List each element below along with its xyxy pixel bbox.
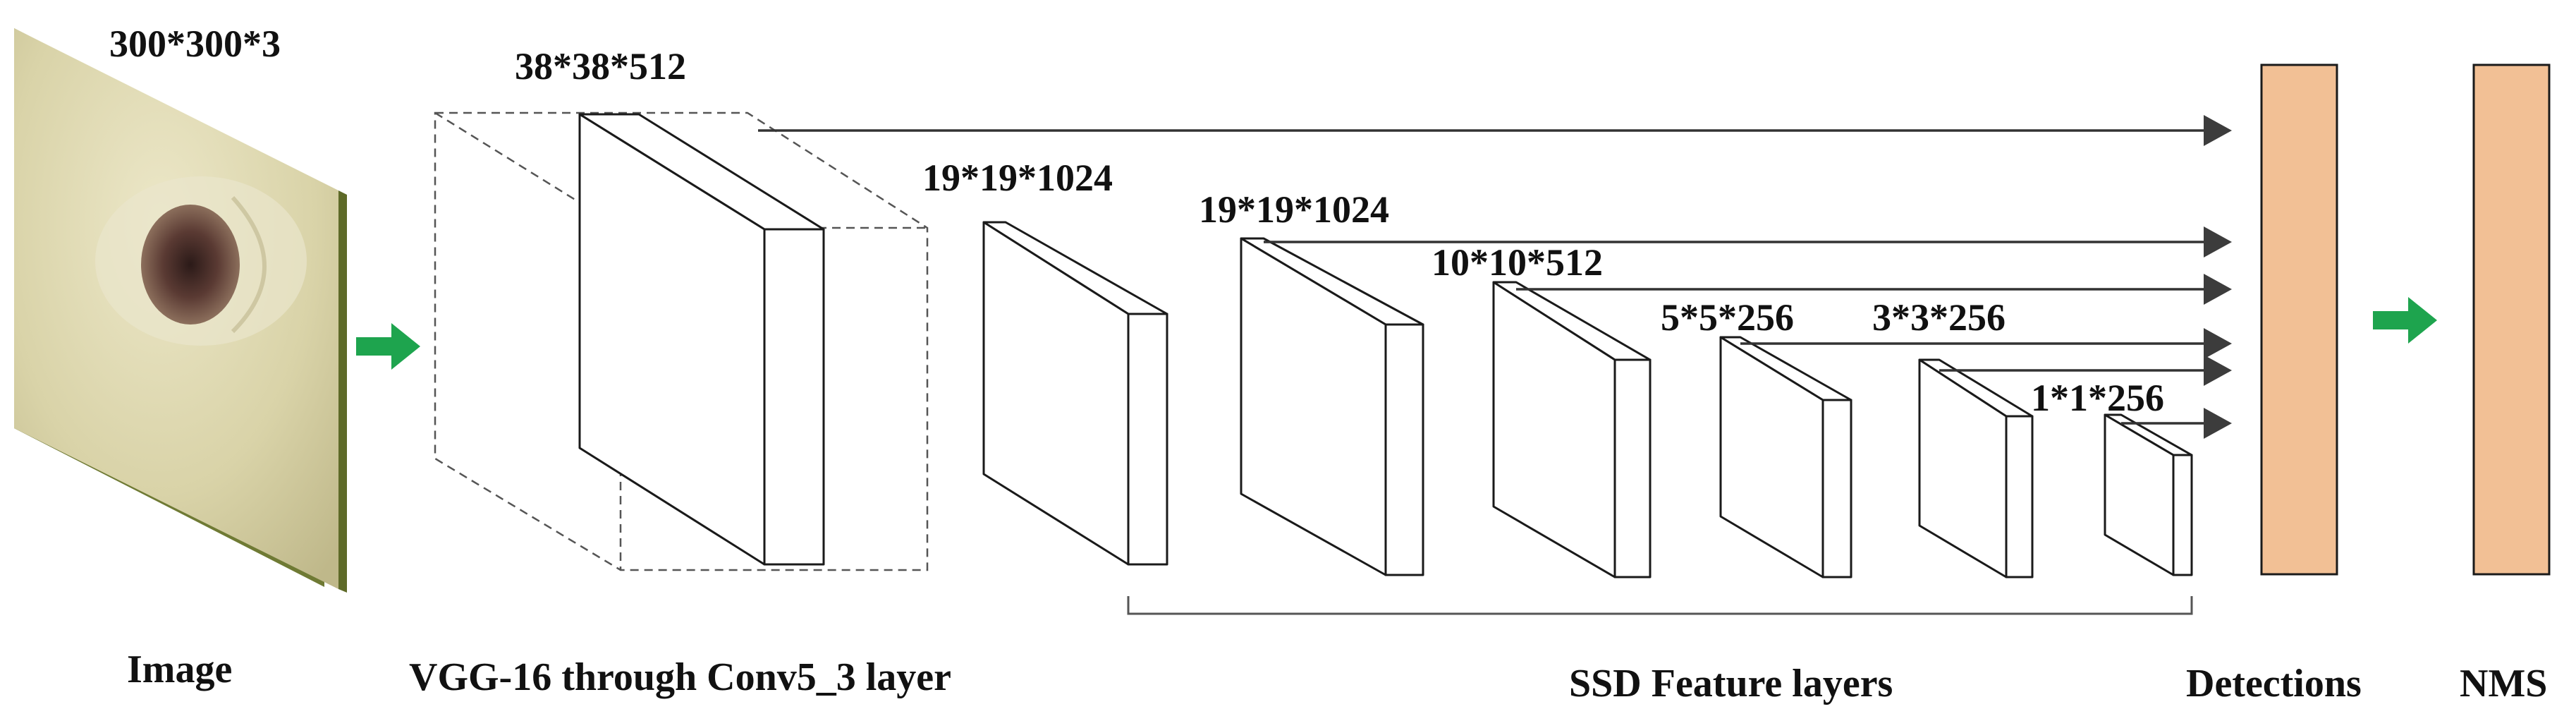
nms-block (2472, 63, 2551, 576)
conv10-size-label: 3*3*256 (1872, 296, 2006, 339)
ssd-caption: SSD Feature layers (1569, 662, 1893, 705)
green-right-arrow-icon (2408, 297, 2437, 344)
conv9-block (1719, 336, 1852, 578)
detections-block (2260, 63, 2338, 576)
image-caption: Image (127, 648, 232, 691)
vgg-caption: VGG-16 through Conv5_3 layer (409, 655, 951, 699)
green-right-arrow-icon (391, 323, 420, 370)
conv8-size-label: 10*10*512 (1432, 241, 1603, 284)
fc6-size-label: 19*19*1024 (922, 157, 1113, 199)
knot-mark (141, 205, 240, 325)
conv9-size-label: 5*5*256 (1661, 296, 1794, 339)
conv11-size-label: 1*1*256 (2031, 377, 2164, 419)
ssd-feature-layers-bracket (1127, 596, 2193, 615)
fc7-size-label: 19*19*1024 (1199, 188, 1389, 231)
vgg-feature-map-block (578, 113, 825, 566)
input-image (14, 28, 347, 593)
conv11-block (2104, 413, 2193, 576)
flow-arrow-detections-to-nms (2373, 297, 2437, 344)
nms-caption: NMS (2460, 662, 2547, 705)
fc6-block (982, 221, 1168, 566)
detections-caption: Detections (2186, 662, 2362, 705)
vgg-size-label: 38*38*512 (515, 45, 686, 87)
flow-arrow-image-to-vgg (356, 323, 420, 370)
fc7-block (1240, 237, 1424, 576)
conv8-block (1492, 281, 1652, 578)
input-size-label: 300*300*3 (109, 23, 281, 65)
conv10-block (1918, 358, 2034, 578)
connector-arrows (758, 115, 2232, 439)
